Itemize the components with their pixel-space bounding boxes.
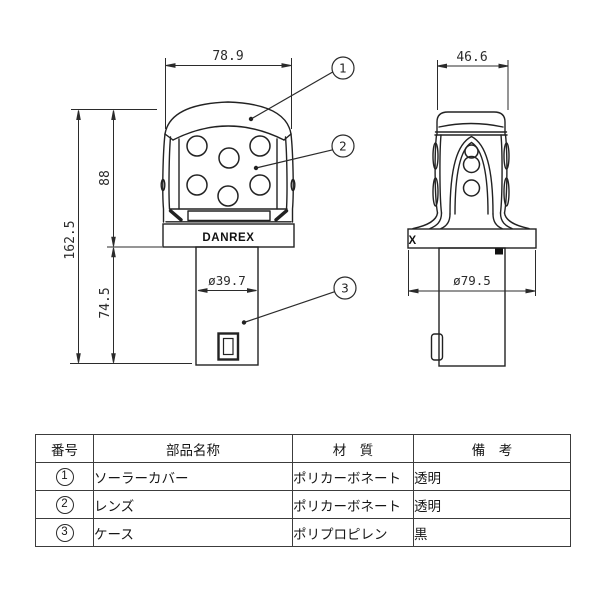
row3-remark: 黒 [413,518,571,547]
side-dome-inner-arc [438,122,504,128]
side-case-tab [430,333,444,361]
front-case [195,246,259,366]
parts-table: 番号 部品名称 材 質 備 考 1 ソーラーカバー ポリカーボネート 透明 2 … [35,434,571,547]
table-row: 2 レンズ ポリカーボネート 透明 [35,490,571,519]
front-right-pillar-inner [284,136,288,210]
callout-3-number: 3 [341,281,349,295]
table-row: 1 ソーラーカバー ポリカーボネート 透明 [35,462,571,491]
callout-3-leader [243,291,335,324]
front-case-slot-outer [217,332,240,361]
dim-case-diameter: ø39.7 [208,273,246,288]
front-band-wedges [168,209,289,222]
row2-number-cell: 2 [35,490,94,519]
side-left-bulge-lower [432,177,439,207]
brand-label-front: DANREX [202,232,254,244]
brand-label-side: X [409,235,417,247]
side-right-bulge-lower [503,177,510,207]
dim-upper-height: 88 [98,170,113,186]
side-case [438,247,506,367]
row3-number-cell: 3 [35,518,94,547]
row2-remark: 透明 [413,490,571,519]
callout-3-dot [241,320,247,325]
front-right-bump [290,178,296,192]
side-view [407,111,537,367]
side-flares [412,212,530,230]
callout-2-number: 2 [339,139,347,153]
front-left-pillar-inner [168,136,172,210]
side-arch-outer [449,135,494,215]
dim-collar-diameter: ø79.5 [453,273,491,288]
front-case-slot-inner [222,337,234,356]
header-material: 材 質 [292,434,414,463]
row1-remark: 透明 [413,462,571,491]
row1-material: ポリカーボネート [292,462,414,491]
dim-side-width: 46.6 [456,50,487,65]
dimension-lines [70,58,536,364]
front-band-rect [187,210,271,222]
side-left-edge [434,134,439,214]
callout-3-balloon [333,276,357,300]
row3-part-name: ケース [93,518,293,547]
front-cover-inner-arc [172,125,285,141]
dim-front-width: 78.9 [212,49,243,64]
drawing-views: DANREX [63,49,537,367]
callout-1-dot [248,116,254,122]
side-right-edge [503,134,508,214]
front-left-pillar [162,133,166,223]
table-row: 3 ケース ポリプロピレン 黒 [35,518,571,547]
callout-1-balloon [331,56,355,80]
callout-2-dot [253,165,259,171]
header-part-name: 部品名称 [93,434,293,463]
side-lens-holes [462,144,481,197]
side-arch-inner [454,141,489,215]
callout-1-number: 1 [339,61,347,75]
callout-2-balloon [331,134,355,158]
side-dome [436,111,506,136]
side-left-bulge-upper [432,142,439,170]
front-view [160,101,296,366]
dim-total-height: 162.5 [63,220,78,259]
row1-part-name: ソーラーカバー [93,462,293,491]
front-right-pillar [290,133,294,223]
callout-2-leader [255,149,333,169]
front-left-bump [160,178,166,192]
header-number: 番号 [35,434,94,463]
callout-1-leader [250,71,333,120]
row3-circled-number: 3 [55,523,74,542]
side-right-bulge-upper [503,142,510,170]
row2-material: ポリカーボネート [292,490,414,519]
row2-circled-number: 2 [55,495,74,514]
side-case-connector [495,248,503,255]
callouts [241,56,357,325]
parts-table-header-row: 番号 部品名称 材 質 備 考 [35,434,571,463]
header-remarks: 備 考 [413,434,571,463]
row3-material: ポリプロピレン [292,518,414,547]
row2-part-name: レンズ [93,490,293,519]
front-cover-outline [164,101,292,135]
side-right-edge-inner [499,134,503,214]
row1-circled-number: 1 [55,467,74,486]
dim-lower-height: 74.5 [98,287,113,318]
row1-number-cell: 1 [35,462,94,491]
side-left-edge-inner [439,134,443,214]
side-collar [407,228,537,249]
lens-holes [186,135,271,207]
side-band-lines [434,131,508,136]
